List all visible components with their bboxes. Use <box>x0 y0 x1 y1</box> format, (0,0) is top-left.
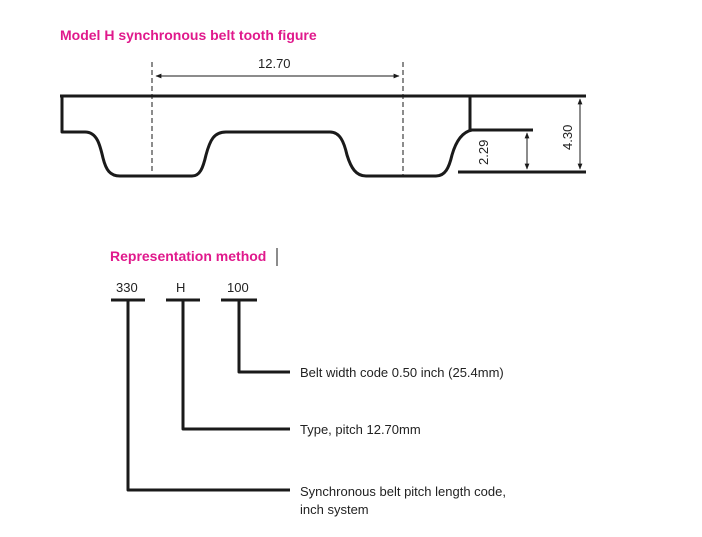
belt-tooth-outline <box>60 94 533 178</box>
pitch-dimension-label: 12.70 <box>258 56 291 71</box>
length-description-line2: inch system <box>300 502 369 517</box>
tooth-height-label: 2.29 <box>476 140 491 165</box>
width-leader-line <box>237 300 290 374</box>
length-description-line1: Synchronous belt pitch length code, <box>300 484 506 499</box>
belt-height-label: 4.30 <box>560 125 575 150</box>
tooth-figure-title: Model H synchronous belt tooth figure <box>60 27 317 43</box>
width-code: 100 <box>227 280 249 295</box>
type-code: H <box>176 280 185 295</box>
type-leader-line <box>181 300 290 431</box>
length-code: 330 <box>116 280 138 295</box>
width-description: Belt width code 0.50 inch (25.4mm) <box>300 365 504 380</box>
representation-title: Representation method <box>110 248 266 264</box>
type-description: Type, pitch 12.70mm <box>300 422 421 437</box>
length-leader-line <box>126 300 290 492</box>
